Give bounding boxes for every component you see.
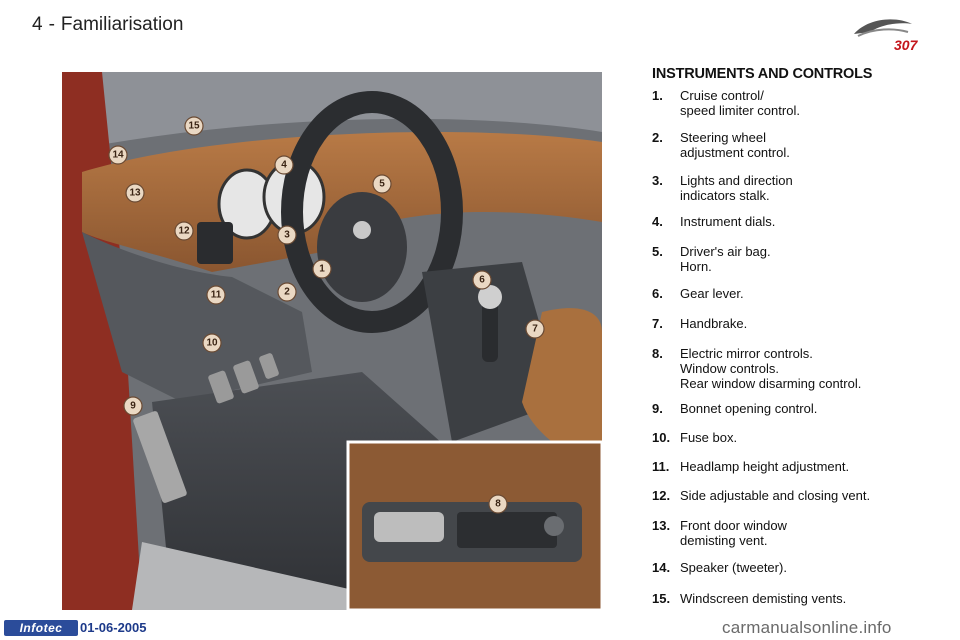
legend-text: Driver's air bag. Horn. [680, 244, 771, 274]
legend-text: Electric mirror controls. Window control… [680, 346, 862, 391]
page-title: Familiarisation [60, 14, 184, 35]
callout-9: 9 [123, 396, 143, 416]
callout-13: 13 [125, 183, 145, 203]
legend-text: Steering wheel adjustment control. [680, 130, 790, 160]
legend-number: 8. [652, 346, 663, 361]
legend-text: Fuse box. [680, 430, 738, 445]
legend-text: Handbrake. [680, 316, 748, 331]
svg-text:3: 3 [284, 230, 290, 241]
footer-date: 01-06-2005 [80, 620, 147, 635]
legend-text: Bonnet opening control. [680, 401, 818, 416]
infotec-badge: Infotec [4, 620, 78, 636]
svg-text:8: 8 [495, 499, 501, 510]
legend-text: Headlamp height adjustment. [680, 459, 850, 474]
legend-text: Front door window demisting vent. [680, 518, 787, 548]
svg-text:12: 12 [178, 226, 190, 237]
callout-3: 3 [277, 225, 297, 245]
section-title: INSTRUMENTS AND CONTROLS [652, 66, 873, 82]
callout-11: 11 [206, 285, 226, 305]
legend-number: 9. [652, 401, 663, 416]
svg-text:5: 5 [379, 179, 385, 190]
page-number: 4 [32, 14, 43, 35]
callout-7: 7 [525, 319, 545, 339]
svg-text:10: 10 [206, 338, 218, 349]
callout-14: 14 [108, 145, 128, 165]
legend-text: Lights and direction indicators stalk. [680, 173, 793, 203]
svg-text:1: 1 [319, 264, 325, 275]
header-separator: - [48, 14, 55, 35]
callout-10: 10 [202, 333, 222, 353]
svg-text:2: 2 [284, 287, 290, 298]
svg-text:7: 7 [532, 324, 538, 335]
legend-number: 5. [652, 244, 663, 259]
svg-text:9: 9 [130, 401, 136, 412]
callout-12: 12 [174, 221, 194, 241]
callout-8: 8 [488, 494, 508, 514]
legend-text: Windscreen demisting vents. [680, 591, 847, 606]
svg-text:14: 14 [112, 150, 124, 161]
callout-1: 1 [312, 259, 332, 279]
svg-text:6: 6 [479, 275, 485, 286]
legend-number: 10. [652, 430, 671, 445]
legend-number: 11. [652, 459, 670, 474]
legend-number: 1. [652, 88, 663, 103]
legend-text: Cruise control/ speed limiter control. [680, 88, 800, 118]
svg-text:11: 11 [211, 290, 222, 301]
legend-text: Instrument dials. [680, 214, 776, 229]
legend-number: 4. [652, 214, 663, 229]
legend-number: 15. [652, 591, 671, 606]
svg-text:4: 4 [281, 160, 287, 171]
legend-text: Side adjustable and closing vent. [680, 488, 871, 503]
legend-text: Speaker (tweeter). [680, 560, 787, 575]
legend-number: 7. [652, 316, 663, 331]
dashboard-photo: 1 2 3 4 5 6 7 8 9 10 11 12 13 14 15 [62, 72, 602, 610]
legend-number: 14. [652, 560, 671, 575]
page-header: 4-Familiarisation [32, 14, 183, 36]
legend-number: 6. [652, 286, 663, 301]
svg-text:15: 15 [188, 121, 200, 132]
legend-number: 12. [652, 488, 671, 503]
svg-text:13: 13 [129, 188, 141, 199]
legend-number: 13. [652, 518, 671, 533]
callout-5: 5 [372, 174, 392, 194]
legend-number: 2. [652, 130, 663, 145]
callout-2: 2 [277, 282, 297, 302]
peugeot-307-logo: 307 [854, 19, 918, 53]
legend-text: Gear lever. [680, 286, 744, 301]
logo-model: 307 [894, 37, 918, 53]
legend-number: 3. [652, 173, 663, 188]
callout-6: 6 [472, 270, 492, 290]
callout-4: 4 [274, 155, 294, 175]
callout-15: 15 [184, 116, 204, 136]
site-watermark: carmanualsonline.info [722, 618, 892, 637]
